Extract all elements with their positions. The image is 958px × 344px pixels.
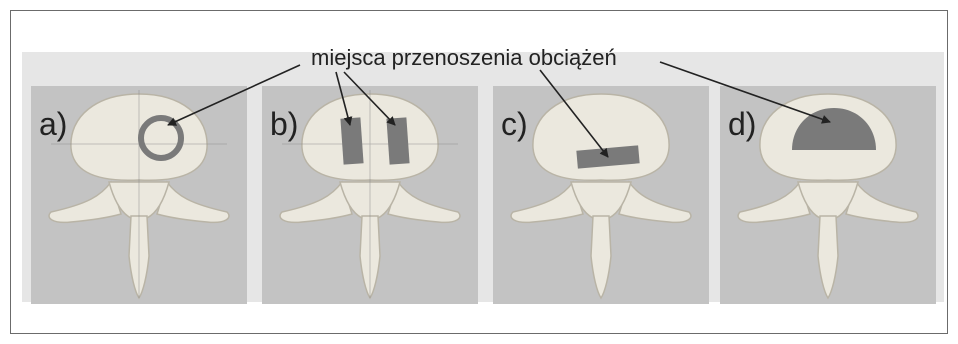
panel-label: d) — [728, 106, 756, 143]
panel-a: a) — [31, 86, 247, 304]
load-rect-right-marker — [386, 117, 409, 164]
load-rect-left-marker — [340, 117, 363, 164]
panel-d: d) — [720, 86, 936, 304]
panel-label: c) — [501, 106, 528, 143]
panel-b: b) — [262, 86, 478, 304]
panel-label: b) — [270, 106, 298, 143]
panel-label: a) — [39, 106, 67, 143]
figure-caption: miejsca przenoszenia obciążeń — [311, 45, 617, 71]
panel-c: c) — [493, 86, 709, 304]
